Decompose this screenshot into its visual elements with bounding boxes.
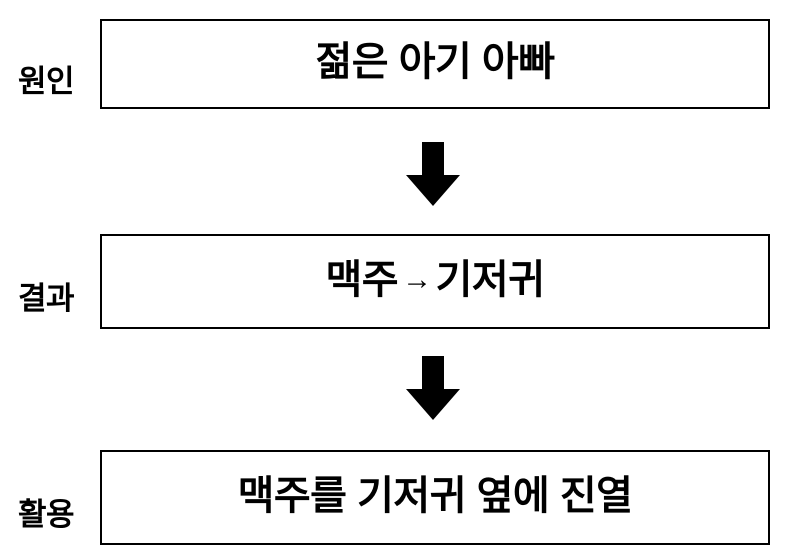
down-arrow-icon — [406, 356, 460, 420]
row-label-cause: 원인 — [17, 64, 75, 99]
flow-box-effect-text: 맥주→기저귀 — [325, 257, 545, 302]
row-label-effect: 결과 — [17, 281, 75, 316]
relation-arrow-icon: → — [402, 262, 432, 296]
flow-box-effect-text-after: 기저귀 — [435, 257, 545, 302]
flow-row-application: 활용 맥주를 기저귀 옆에 진열 — [0, 450, 790, 545]
flow-row-cause: 원인 젊은 아기 아빠 — [0, 19, 790, 109]
flow-box-application: 맥주를 기저귀 옆에 진열 — [100, 450, 770, 545]
flow-row-effect: 결과 맥주→기저귀 — [0, 234, 790, 329]
down-arrow-icon — [406, 142, 460, 206]
flow-box-cause-text: 젊은 아기 아빠 — [315, 40, 555, 84]
flow-box-application-text: 맥주를 기저귀 옆에 진열 — [237, 473, 633, 518]
flow-box-cause: 젊은 아기 아빠 — [100, 19, 770, 109]
flow-box-effect-text-before: 맥주 — [325, 257, 399, 302]
flow-box-effect: 맥주→기저귀 — [100, 234, 770, 329]
row-label-application: 활용 — [17, 497, 75, 532]
